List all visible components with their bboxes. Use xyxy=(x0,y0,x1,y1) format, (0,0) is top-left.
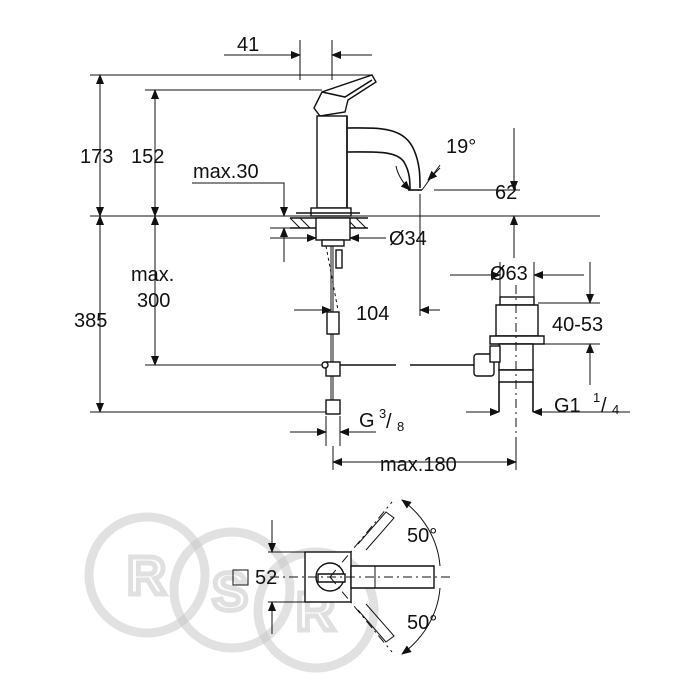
dim-40-53: 40-53 xyxy=(552,314,603,336)
dim-g1-quarter: G1 1 / 4 xyxy=(554,390,619,417)
dimension-lines xyxy=(90,40,630,470)
square-symbol-icon xyxy=(232,569,249,586)
dim-g-three-eighths: G 3 / 8 xyxy=(359,406,404,434)
svg-text:8: 8 xyxy=(397,419,404,434)
dim-square-52: 52 xyxy=(255,567,277,589)
svg-text:/: / xyxy=(601,395,607,417)
dim-385: 385 xyxy=(74,310,107,332)
dim-max30: max.30 xyxy=(193,161,259,183)
faucet-plan-view xyxy=(232,499,452,655)
dim-diameter-63: Ø63 xyxy=(490,263,528,285)
dim-104: 104 xyxy=(356,303,389,325)
dim-19-degrees: 19° xyxy=(446,136,476,158)
dim-41: 41 xyxy=(237,34,259,56)
dim-173: 173 xyxy=(80,146,113,168)
dim-max180: max.180 xyxy=(380,454,457,476)
waste-drain xyxy=(473,285,545,470)
faucet-side-view xyxy=(289,74,474,415)
svg-text:S: S xyxy=(212,562,248,622)
svg-text:3: 3 xyxy=(379,406,386,421)
dim-152: 152 xyxy=(131,146,164,168)
dim-max300-line1: max. xyxy=(131,264,174,286)
svg-text:/: / xyxy=(386,411,392,433)
svg-text:R: R xyxy=(127,546,166,606)
dimension-labels: 41 173 152 19° 62 max.30 Ø34 max. 300 38… xyxy=(74,34,619,634)
dim-diameter-34: Ø34 xyxy=(389,228,427,250)
dim-max300-line2: 300 xyxy=(137,290,170,312)
svg-text:G1: G1 xyxy=(554,395,581,417)
dim-angle-bottom: 50° xyxy=(407,612,437,634)
svg-text:G: G xyxy=(359,410,375,432)
dim-62: 62 xyxy=(495,182,517,204)
svg-text:1: 1 xyxy=(593,390,600,405)
dim-angle-top: 50° xyxy=(407,525,437,547)
svg-text:4: 4 xyxy=(612,402,619,417)
